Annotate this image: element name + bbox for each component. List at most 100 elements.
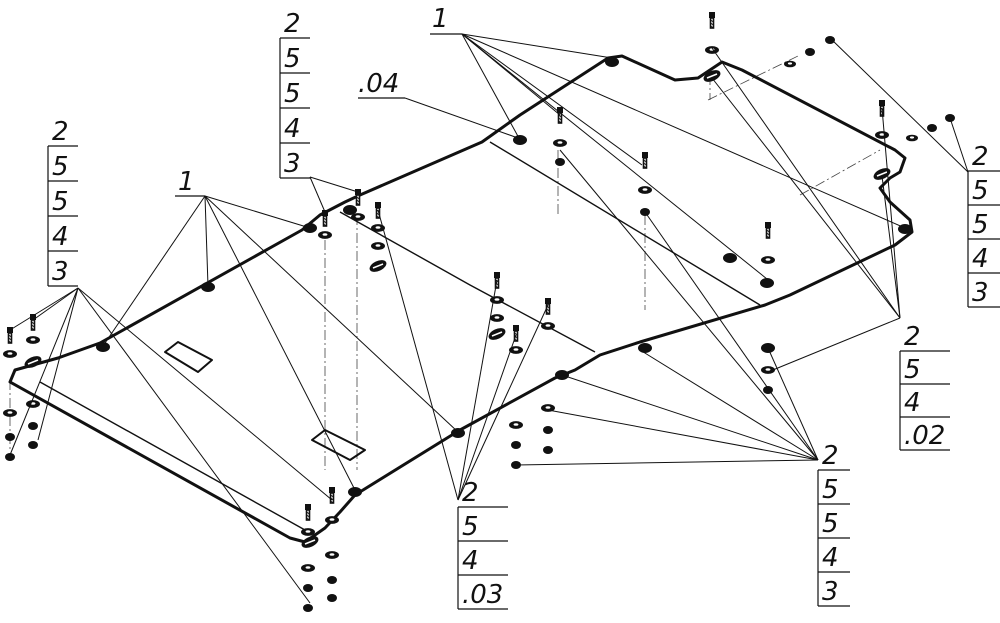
leader-line bbox=[309, 176, 359, 193]
callout-stack-label: 2 bbox=[822, 441, 839, 471]
callout-stack-label: 5 bbox=[972, 176, 989, 206]
bolt bbox=[329, 487, 335, 504]
nut bbox=[5, 453, 15, 461]
nut bbox=[825, 36, 835, 44]
bolt bbox=[305, 504, 311, 521]
leader-line bbox=[377, 209, 459, 501]
leader-line bbox=[404, 97, 519, 139]
callout-stack-label: 4 bbox=[52, 222, 69, 252]
leader-line bbox=[881, 175, 901, 319]
leader-line bbox=[547, 409, 819, 461]
nut bbox=[28, 422, 38, 430]
washer bbox=[541, 404, 555, 412]
leader-line bbox=[461, 33, 643, 166]
callout-stack-label: 5 bbox=[284, 44, 301, 74]
callout-stack-label: 4 bbox=[904, 388, 921, 418]
callout-stack-label: 5 bbox=[462, 512, 479, 542]
callout-stack-label: 2 bbox=[904, 322, 921, 352]
callout-stack-bottom-mid: 254.03 bbox=[457, 478, 508, 610]
nut bbox=[543, 446, 553, 454]
mount-point bbox=[638, 343, 652, 353]
nut bbox=[555, 158, 565, 166]
washer bbox=[553, 139, 567, 147]
washer bbox=[705, 46, 719, 54]
callout-stack-label: 5 bbox=[52, 187, 69, 217]
leader-line bbox=[711, 77, 901, 319]
callout-stack-label: 2 bbox=[462, 478, 479, 508]
callout-label: 1 bbox=[432, 4, 449, 34]
leader-line bbox=[77, 287, 333, 501]
callout-stack-label: 3 bbox=[284, 149, 301, 179]
washer bbox=[638, 186, 652, 194]
callout-stack-label: .02 bbox=[904, 421, 945, 451]
bolt bbox=[7, 327, 13, 344]
callout-stack-label: 5 bbox=[972, 210, 989, 240]
washer bbox=[26, 400, 40, 408]
callout-stack-label: 3 bbox=[822, 577, 839, 607]
leader-line bbox=[77, 287, 311, 604]
callout-part-1-top: 1 bbox=[430, 4, 462, 35]
cage-nut bbox=[301, 536, 319, 548]
leader-line bbox=[461, 33, 613, 59]
leader-lines bbox=[9, 33, 969, 604]
skid-plate-outline bbox=[8, 54, 914, 544]
bolt bbox=[709, 12, 715, 29]
leader-line bbox=[457, 334, 517, 501]
bolt bbox=[642, 152, 648, 169]
leader-line bbox=[204, 195, 311, 229]
nut bbox=[327, 576, 337, 584]
washer bbox=[371, 242, 385, 250]
washer bbox=[325, 551, 339, 559]
fastener-hardware bbox=[3, 12, 955, 612]
washer bbox=[490, 314, 504, 322]
callout-stack-label: 2 bbox=[972, 142, 989, 172]
cage-nut bbox=[24, 356, 42, 368]
nut bbox=[5, 433, 15, 441]
callout-stack-label: 4 bbox=[284, 114, 301, 144]
callout-label: 1 bbox=[178, 167, 195, 197]
center-lines bbox=[9, 54, 881, 470]
leader-line bbox=[9, 287, 79, 331]
bolt bbox=[322, 210, 328, 227]
leader-line bbox=[102, 195, 206, 347]
washer bbox=[371, 224, 385, 232]
vent-slot-lower bbox=[311, 429, 366, 461]
leader-line bbox=[32, 287, 79, 321]
mount-point bbox=[451, 428, 465, 438]
washer bbox=[761, 256, 775, 264]
mount-point bbox=[723, 253, 737, 263]
nut bbox=[327, 594, 337, 602]
mount-point bbox=[201, 282, 215, 292]
nut bbox=[303, 604, 313, 612]
callout-stack-label: 5 bbox=[284, 79, 301, 109]
washer bbox=[3, 350, 17, 358]
mount-point bbox=[343, 205, 357, 215]
leader-line bbox=[559, 149, 819, 461]
skid-plate-bend bbox=[39, 141, 761, 531]
leader-line bbox=[515, 459, 819, 466]
callout-label: .04 bbox=[358, 69, 399, 99]
leader-line bbox=[767, 347, 819, 461]
callout-stack-label: 2 bbox=[284, 9, 301, 39]
bolt bbox=[513, 325, 519, 342]
mount-point bbox=[760, 278, 774, 288]
mount-point bbox=[96, 342, 110, 352]
washer bbox=[301, 564, 315, 572]
callout-stack-label: 4 bbox=[822, 543, 839, 573]
mount-point bbox=[605, 57, 619, 67]
callout-stack-label: 4 bbox=[462, 546, 479, 576]
washer bbox=[325, 516, 339, 524]
callout-part-04: .04 bbox=[358, 69, 405, 99]
leader-line bbox=[461, 33, 521, 141]
callout-stack-label: 5 bbox=[822, 475, 839, 505]
leader-line bbox=[881, 107, 901, 319]
washer bbox=[318, 231, 332, 239]
bolt bbox=[765, 222, 771, 239]
leader-line bbox=[639, 349, 819, 461]
washer bbox=[301, 528, 315, 536]
leader-line bbox=[309, 176, 326, 213]
